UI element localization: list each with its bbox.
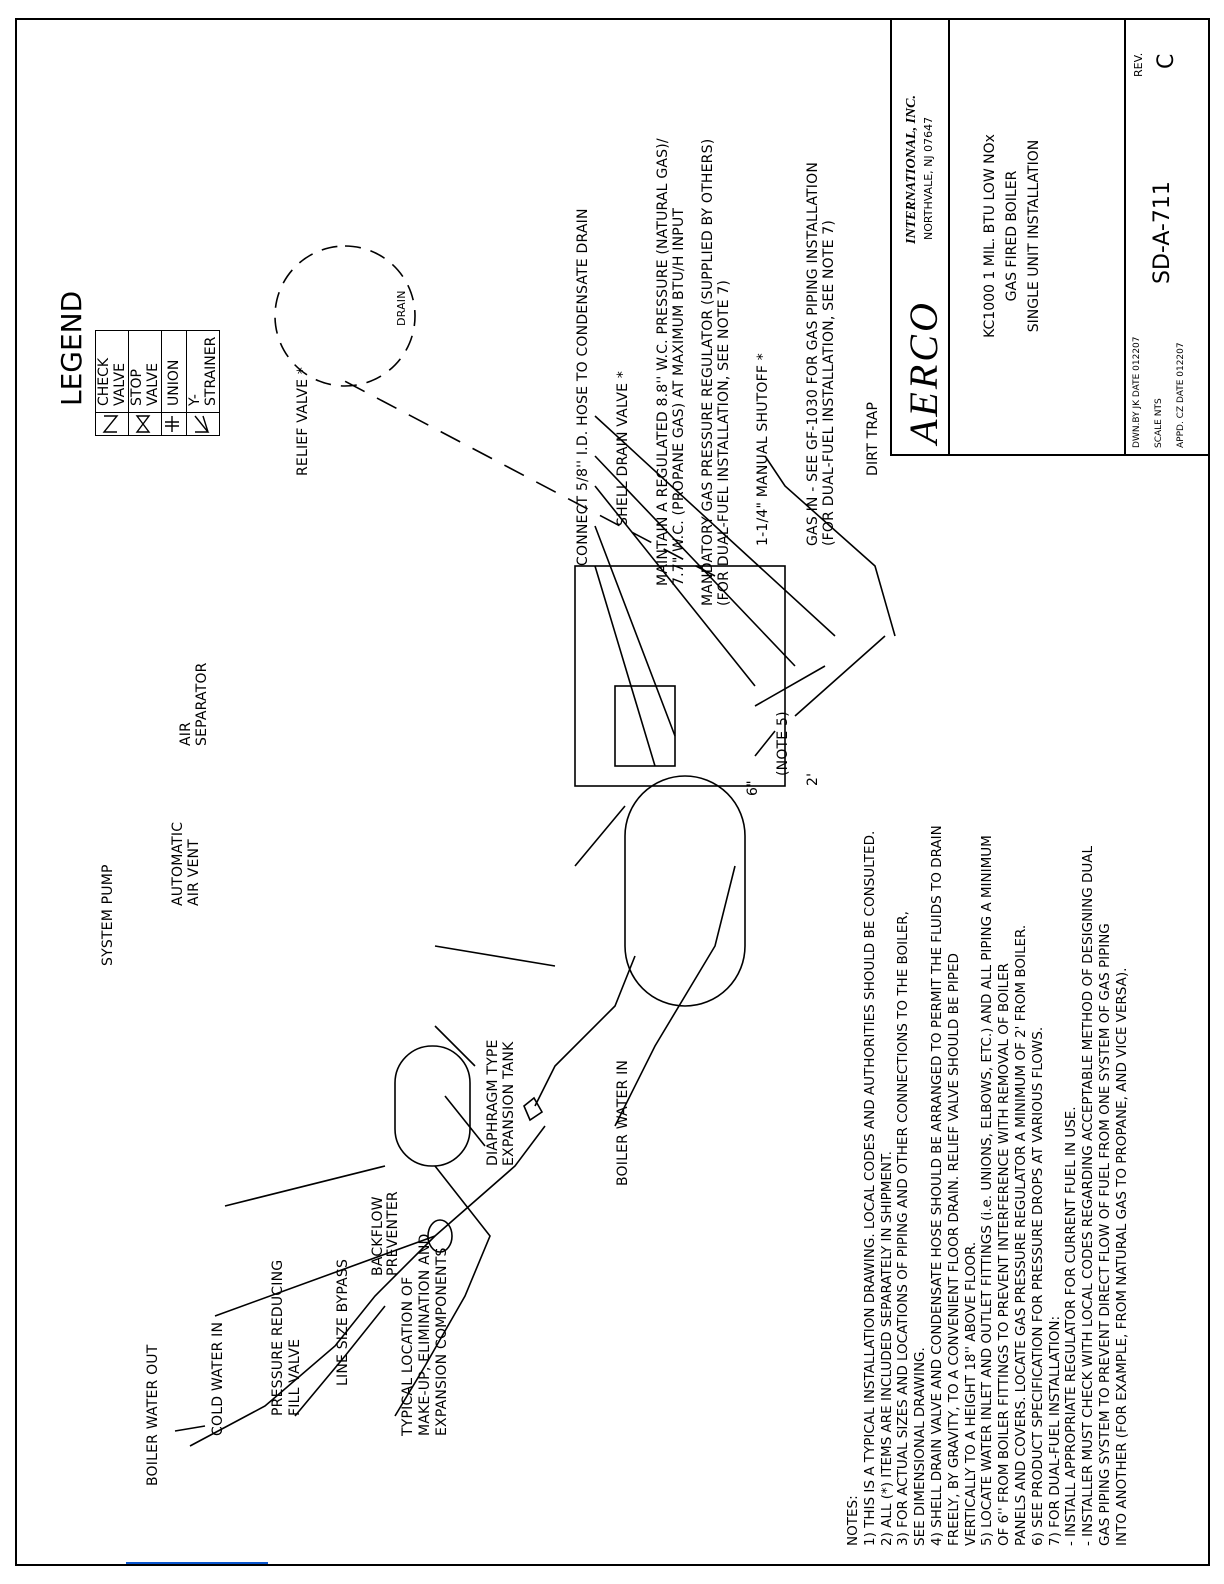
label-system-pump: SYSTEM PUMP: [100, 864, 116, 966]
boiler-water-out-pipe: [189, 1125, 546, 1447]
air-separator-tank: [624, 775, 746, 1007]
label-relief-valve: RELIEF VALVE *: [295, 366, 311, 476]
label-gas-in-1: GAS IN - SEE GF-1030 FOR GAS PIPING INST…: [805, 161, 821, 546]
legend-row: CHECK VALVE: [95, 330, 129, 436]
legend-label: STOP VALVE: [128, 330, 162, 413]
label-dim-2: 2': [805, 772, 821, 786]
label-manual-shutoff: 1-1/4" MANUAL SHUTOFF *: [755, 353, 771, 546]
label-boiler-water-in: BOILER WATER IN: [615, 1059, 631, 1186]
label-mandatory-1: MANDATORY GAS PRESSURE REGULATOR (SUPPLI…: [700, 138, 716, 606]
note-line: 7) FOR DUAL-FUEL INSTALLATION:: [1046, 1316, 1063, 1546]
cold-water-in-pipe: [294, 1305, 386, 1417]
title-desc-1: KC1000 1 MIL. BTU LOW NOx: [982, 134, 998, 338]
drawing-number: SD-A-711: [1150, 181, 1175, 284]
label-expansion-tank: EXPANSION TANK: [501, 1041, 517, 1167]
company-address: NORTHVALE, NJ 07647: [922, 116, 935, 240]
boiler-panel: [614, 685, 676, 767]
note-line: FREELY, BY GRAVITY, TO A CONVENIENT FLOO…: [945, 953, 962, 1546]
boiler-water-in-pipe: [614, 865, 736, 1127]
legend-table: CHECK VALVE STOP VALVE UNION: [95, 330, 220, 436]
legend-row: STOP VALVE: [128, 330, 162, 436]
label-separator: SEPARATOR: [194, 662, 210, 746]
label-cold-water-in: COLD WATER IN: [210, 1321, 226, 1436]
note-line: 1) THIS IS A TYPICAL INSTALLATION DRAWIN…: [861, 830, 878, 1546]
legend-label: UNION: [161, 330, 187, 413]
label-typical-3: EXPANSION COMPONENTS: [434, 1247, 450, 1436]
label-shell-drain: SHELL DRAIN VALVE *: [615, 370, 631, 526]
label-dim-note5: (NOTE 5): [775, 711, 791, 776]
label-automatic: AUTOMATIC: [170, 821, 186, 906]
label-maintain-2: 7.7" W.C. (PROPANE GAS) AT MAXIMUM BTU/H…: [671, 207, 687, 586]
note-line: INTO ANOTHER (FOR EXAMPLE, FROM NATURAL …: [1113, 967, 1130, 1546]
title-desc-2: GAS FIRED BOILER: [1004, 170, 1020, 302]
label-typical-1: TYPICAL LOCATION OF: [400, 1276, 416, 1436]
note-line: 2) ALL (*) ITEMS ARE INCLUDED SEPARATELY…: [878, 1151, 895, 1546]
y-strainer-icon: [186, 412, 220, 436]
check-valve-icon: [95, 412, 129, 436]
note-line: 5) LOCATE WATER INLET AND OUTLET FITTING…: [979, 835, 996, 1546]
label-air-vent: AIR VENT: [186, 839, 202, 906]
label-drain: DRAIN: [395, 290, 408, 326]
legend-label: Y-STRAINER: [186, 330, 220, 413]
note-line: 4) SHELL DRAIN VALVE AND CONDENSATE HOSE…: [928, 825, 945, 1546]
stop-valve-icon: [128, 412, 162, 436]
note-line: 3) FOR ACTUAL SIZES AND LOCATIONS OF PIP…: [895, 911, 912, 1546]
label-gas-in-2: (FOR DUAL-FUEL INSTALLATION, SEE NOTE 7): [821, 219, 837, 546]
supply-pipe: [534, 955, 636, 1107]
notes-block: NOTES: 1) THIS IS A TYPICAL INSTALLATION…: [845, 346, 1131, 1546]
boiler-cabinet: [574, 565, 786, 787]
label-backflow: BACKFLOW: [370, 1196, 386, 1276]
legend-label: CHECK VALVE: [95, 330, 129, 413]
label-diaphragm: DIAPHRAGM TYPE: [485, 1039, 501, 1166]
legend-row: UNION: [161, 330, 187, 436]
expansion-tank: [394, 1045, 471, 1167]
note-line: PANELS AND COVERS. LOCATE GAS PRESSURE R…: [1012, 924, 1029, 1546]
label-connect-hose: CONNECT 5/8'' I.D. HOSE TO CONDENSATE DR…: [575, 208, 591, 566]
approved-by: APPD. CZ DATE 012207: [1176, 342, 1186, 448]
label-maintain-1: MAINTAIN A REGULATED 8.8'' W.C. PRESSURE…: [655, 138, 671, 586]
note-line: SEE DIMENSIONAL DRAWING.: [912, 1347, 929, 1546]
label-typical-2: MAKE-UP, ELIMINATION AND: [417, 1233, 433, 1436]
dimension-lines: [754, 635, 886, 757]
note-line: GAS PIPING SYSTEM TO PREVENT DIRECT FLOW…: [1096, 923, 1113, 1546]
drawn-by: DWN.BY JK DATE 012207: [1132, 336, 1142, 448]
note-line: - INSTALL APPROPRIATE REGULATOR FOR CURR…: [1063, 1106, 1080, 1546]
note-line: OF 6'' FROM BOILER FITTINGS TO PREVENT I…: [996, 963, 1013, 1546]
label-pressure-reducing: PRESSURE REDUCING: [270, 1259, 286, 1416]
note-line: - INSTALLER MUST CHECK WITH LOCAL CODES …: [1080, 845, 1097, 1546]
label-line-size-bypass: LINE SIZE BYPASS: [335, 1258, 351, 1386]
label-mandatory-2: (FOR DUAL-FUEL INSTALLATION, SEE NOTE 7): [716, 279, 732, 606]
aerco-logo: AERCO: [901, 300, 946, 444]
label-air: AIR: [178, 721, 194, 746]
label-fill-valve: FILL VALVE: [287, 1338, 303, 1416]
gas-pipe: [764, 455, 896, 637]
legend-row: Y-STRAINER: [186, 330, 220, 436]
title-divider: [948, 18, 950, 454]
label-boiler-water-out: BOILER WATER OUT: [145, 1344, 161, 1487]
scale: SCALE NTS: [1154, 398, 1164, 448]
piping-diagram: [174, 245, 896, 1447]
label-preventer: PREVENTER: [385, 1191, 401, 1276]
drain-detail-circle: [274, 245, 416, 387]
air-vent-icon: [523, 1096, 544, 1122]
title-desc-3: SINGLE UNIT INSTALLATION: [1026, 139, 1042, 333]
rotated-drawing: BOILER WATER OUT COLD WATER IN PRESSURE …: [15, 18, 1210, 1566]
rev-value: C: [1154, 53, 1179, 69]
page-footer-line: [126, 1562, 268, 1564]
union-icon: [161, 412, 187, 436]
makeup-pipe: [394, 1165, 491, 1417]
title-divider: [1124, 18, 1126, 454]
company-name: INTERNATIONAL, INC.: [904, 95, 919, 244]
legend-title: LEGEND: [55, 290, 88, 406]
system-pump-icon: [427, 1219, 453, 1253]
title-block: AERCO INTERNATIONAL, INC. NORTHVALE, NJ …: [890, 18, 1208, 456]
note-line: VERTICALLY TO A HEIGHT 18'' ABOVE FLOOR.: [962, 1241, 979, 1546]
rev-label: REV.: [1132, 52, 1145, 77]
notes-heading: NOTES:: [845, 1495, 861, 1546]
leader-lines: [174, 415, 836, 1432]
label-dim-6: 6": [745, 780, 761, 796]
note-line: 6) SEE PRODUCT SPECIFICATION FOR PRESSUR…: [1029, 1026, 1046, 1546]
